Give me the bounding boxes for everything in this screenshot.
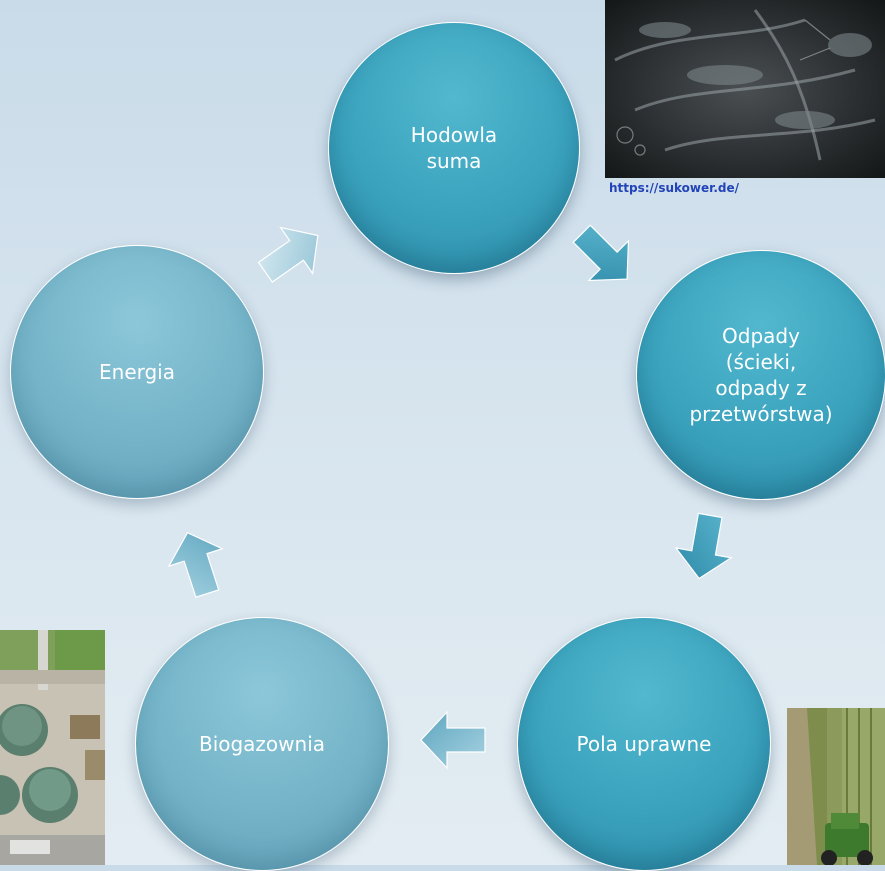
arrow-energia-hodowla [257,226,319,283]
arrow-odpady-pola [674,512,733,580]
node-odpady-label: Odpady (ścieki, odpady z przetwórstwa) [689,324,833,426]
node-biogazownia-label: Biogazownia [198,732,326,756]
node-hodowla-suma: Hodowla suma [328,22,580,274]
tractor-field-photo [787,708,885,865]
node-pola-uprawne: Pola uprawne [517,617,771,871]
catfish-photo [605,0,885,178]
node-biogazownia: Biogazownia [135,617,389,871]
biogas-plant-photo [0,630,105,865]
node-energia: Energia [10,245,264,499]
arrow-pola-biogazownia [420,710,486,770]
node-pola-uprawne-label: Pola uprawne [576,732,712,756]
node-energia-label: Energia [99,360,175,384]
node-hodowla-suma-label: Hodowla suma [410,123,498,173]
arrow-hodowla-odpady [572,224,630,282]
source-link[interactable]: https://sukower.de/ [609,181,740,195]
arrow-biogazownia-energia [167,531,224,598]
node-odpady: Odpady (ścieki, odpady z przetwórstwa) [636,250,885,500]
